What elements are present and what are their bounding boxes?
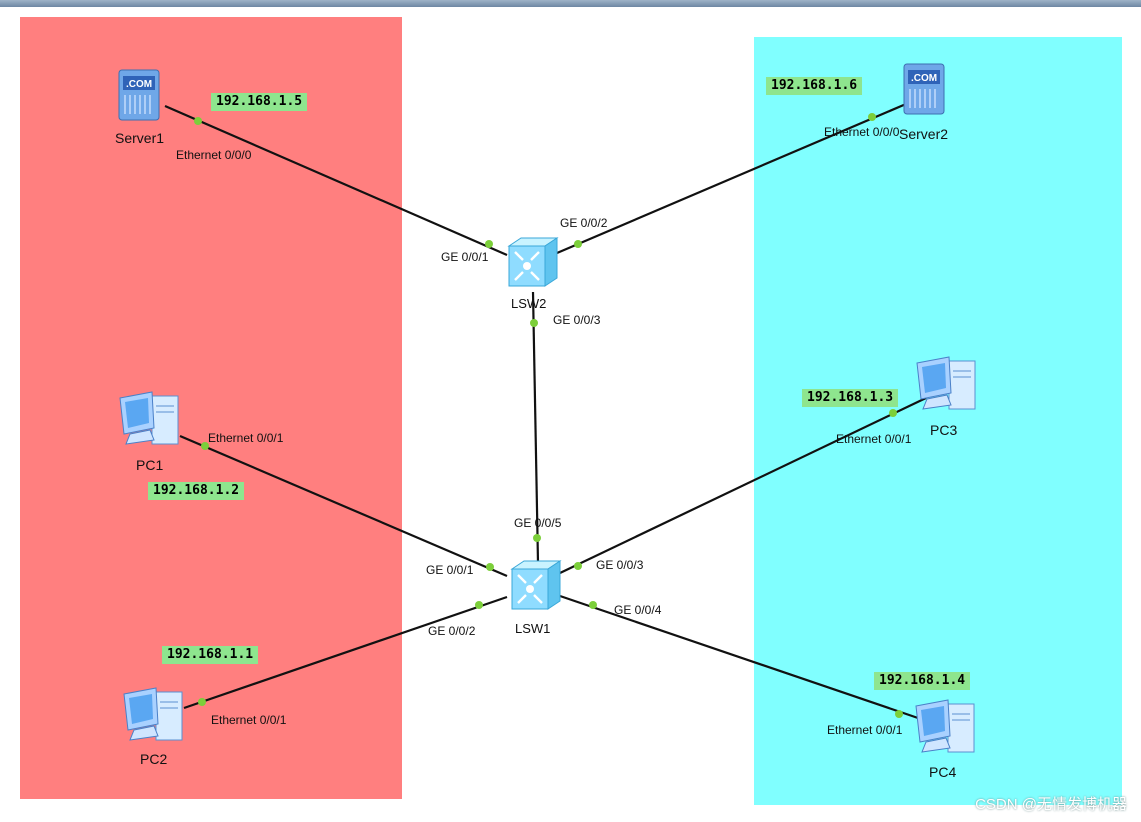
port-label-pc4: Ethernet 0/0/1: [827, 723, 903, 737]
pc1-label: PC1: [136, 457, 164, 473]
server1-label: Server1: [115, 130, 165, 146]
port-label-server1: Ethernet 0/0/0: [176, 148, 252, 162]
lsw1-label: LSW1: [515, 621, 551, 636]
watermark-text: CSDN @无情发博机器: [975, 796, 1127, 813]
pc-icon: [916, 356, 976, 410]
pc-icon: [119, 391, 179, 445]
port-dot-lsw1-g2: [475, 601, 483, 609]
ip-label-server2: 192.168.1.6: [766, 77, 863, 95]
pc3-node[interactable]: [913, 355, 981, 422]
ip-label-pc2: 192.168.1.1: [162, 646, 259, 664]
pc2-node[interactable]: [120, 686, 188, 753]
port-dot-lsw1-g5: [533, 534, 541, 542]
svg-text:.COM: .COM: [126, 79, 152, 90]
lsw2-node[interactable]: [503, 236, 559, 293]
port-dot-lsw1-g4: [589, 601, 597, 609]
server2-node[interactable]: .COM: [900, 62, 950, 123]
port-dot-server2: [868, 113, 876, 121]
server2-label: Server2: [899, 126, 949, 142]
pc1-node[interactable]: [116, 390, 184, 457]
port-label-server2: Ethernet 0/0/0: [824, 125, 900, 139]
pc2-label: PC2: [140, 751, 168, 767]
link-pc3-lsw1: [559, 397, 927, 574]
pc4-label: PC4: [929, 764, 957, 780]
pc4-node[interactable]: [912, 698, 980, 765]
link-pc4-lsw1: [559, 594, 919, 720]
port-dot-lsw1-g1: [486, 563, 494, 571]
ip-label-pc1: 192.168.1.2: [148, 482, 245, 500]
pc3-label: PC3: [930, 422, 958, 438]
port-dot-pc3: [889, 409, 897, 417]
port-label-lsw1-g1: GE 0/0/1: [426, 563, 474, 577]
link-pc1-lsw1: [179, 434, 508, 578]
port-dot-lsw2-g2: [574, 240, 582, 248]
port-label-pc3: Ethernet 0/0/1: [836, 432, 912, 446]
switch-icon: [510, 560, 562, 610]
port-label-lsw1-g2: GE 0/0/2: [428, 624, 476, 638]
link-server1-lsw2: [164, 104, 508, 257]
pc-icon: [915, 699, 975, 753]
port-dot-pc1: [201, 442, 209, 450]
port-dot-lsw2-g3: [530, 319, 538, 327]
ip-label-server1: 192.168.1.5: [211, 93, 308, 111]
lsw2-label: LSW2: [511, 296, 547, 311]
port-dot-lsw1-g3: [574, 562, 582, 570]
port-label-lsw1-g3: GE 0/0/3: [596, 558, 644, 572]
link-lsw2-lsw1: [531, 291, 540, 564]
port-label-lsw1-g4: GE 0/0/4: [614, 603, 662, 617]
port-dot-server1: [194, 117, 202, 125]
ip-label-pc3: 192.168.1.3: [802, 389, 899, 407]
port-label-lsw2-g2: GE 0/0/2: [560, 216, 608, 230]
link-server2-lsw2: [556, 102, 907, 255]
port-label-lsw2-g1: GE 0/0/1: [441, 250, 489, 264]
red-zone-area: [20, 17, 402, 799]
port-label-lsw1-g5: GE 0/0/5: [514, 516, 562, 530]
server1-node[interactable]: .COM: [115, 68, 165, 129]
lsw1-node[interactable]: [506, 559, 562, 616]
link-pc2-lsw1: [183, 595, 508, 710]
switch-icon: [507, 237, 559, 287]
ip-label-pc4: 192.168.1.4: [874, 672, 971, 690]
window-title-bar: [0, 0, 1141, 7]
port-label-pc1: Ethernet 0/0/1: [208, 431, 284, 445]
svg-text:.COM: .COM: [911, 73, 937, 84]
port-label-lsw2-g3: GE 0/0/3: [553, 313, 601, 327]
port-dot-pc2: [198, 698, 206, 706]
port-dot-pc4: [895, 710, 903, 718]
pc-icon: [123, 687, 183, 741]
server-icon: .COM: [903, 63, 945, 115]
server-icon: .COM: [118, 69, 160, 121]
port-label-pc2: Ethernet 0/0/1: [211, 713, 287, 727]
port-dot-lsw2-g1: [485, 240, 493, 248]
